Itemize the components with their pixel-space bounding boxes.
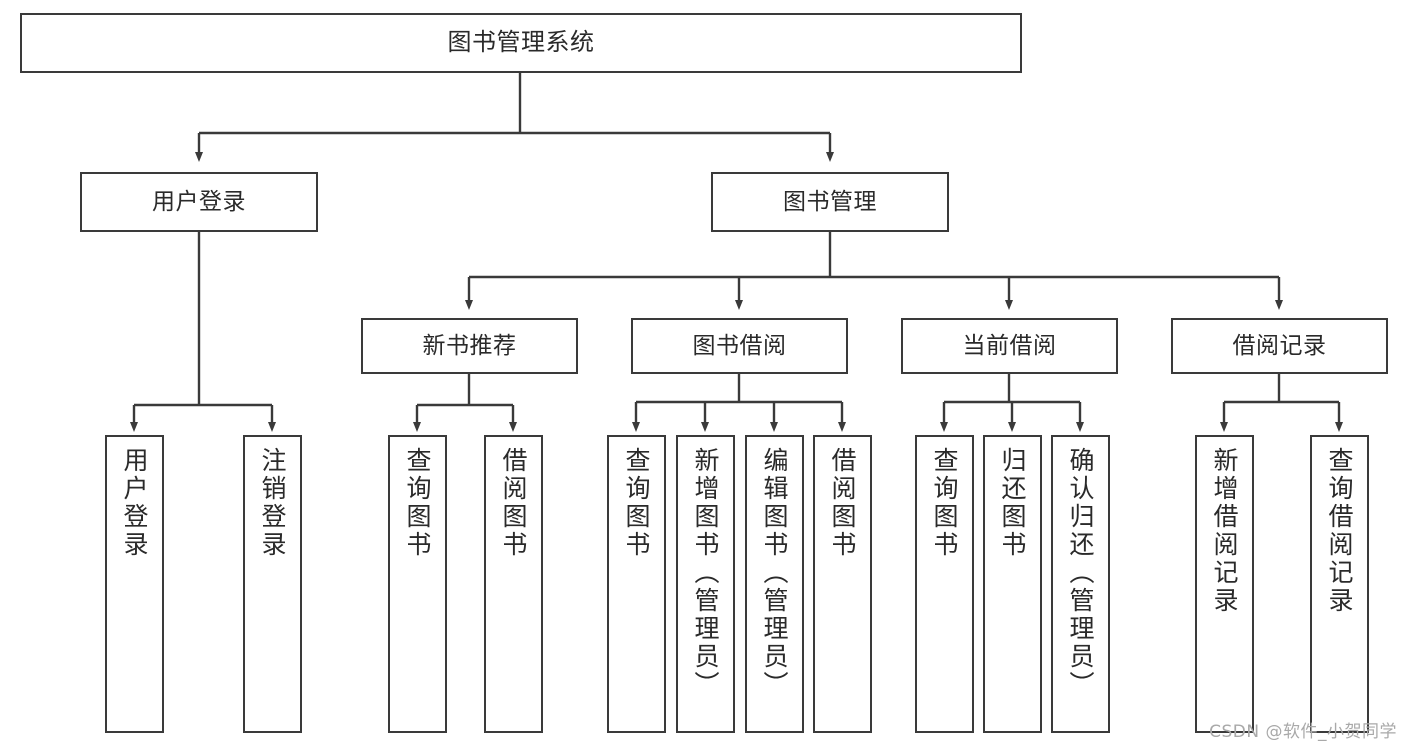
node-label: 注销登录 bbox=[258, 447, 287, 559]
node-leaf-query-book-borrow[interactable]: 查询图书 bbox=[607, 435, 666, 733]
node-label: 编辑图书（管理员） bbox=[760, 447, 789, 699]
node-leaf-confirm-return[interactable]: 确认归还（管理员） bbox=[1051, 435, 1110, 733]
node-label: 图书管理系统 bbox=[447, 28, 595, 57]
node-borrow-record[interactable]: 借阅记录 bbox=[1171, 318, 1388, 374]
node-label: 用户登录 bbox=[120, 447, 149, 559]
node-leaf-add-borrow-record[interactable]: 新增借阅记录 bbox=[1195, 435, 1254, 733]
node-label: 图书管理 bbox=[783, 188, 877, 215]
node-book-borrow[interactable]: 图书借阅 bbox=[631, 318, 848, 374]
node-label: 借阅记录 bbox=[1232, 332, 1327, 359]
csdn-watermark: CSDN @软件_小贺同学 bbox=[1209, 722, 1397, 742]
node-leaf-edit-book[interactable]: 编辑图书（管理员） bbox=[745, 435, 804, 733]
node-label: 查询图书 bbox=[930, 447, 959, 559]
node-label: 图书借阅 bbox=[692, 332, 787, 359]
node-label: 借阅图书 bbox=[499, 447, 528, 559]
node-current-borrow[interactable]: 当前借阅 bbox=[901, 318, 1118, 374]
node-label: 查询图书 bbox=[622, 447, 651, 559]
node-label: 借阅图书 bbox=[828, 447, 857, 559]
node-new-book-recommend[interactable]: 新书推荐 bbox=[361, 318, 578, 374]
node-leaf-query-book-recommend[interactable]: 查询图书 bbox=[388, 435, 447, 733]
node-leaf-user-login[interactable]: 用户登录 bbox=[105, 435, 164, 733]
node-leaf-user-logout[interactable]: 注销登录 bbox=[243, 435, 302, 733]
node-label: 用户登录 bbox=[152, 188, 246, 215]
node-label: 归还图书 bbox=[998, 447, 1027, 559]
node-leaf-add-book[interactable]: 新增图书（管理员） bbox=[676, 435, 735, 733]
node-label: 当前借阅 bbox=[962, 332, 1057, 359]
node-label: 新增图书（管理员） bbox=[691, 447, 720, 699]
node-leaf-borrow-book[interactable]: 借阅图书 bbox=[813, 435, 872, 733]
node-label: 新增借阅记录 bbox=[1210, 447, 1239, 615]
node-root-book-management-system[interactable]: 图书管理系统 bbox=[20, 13, 1022, 73]
node-label: 查询借阅记录 bbox=[1325, 447, 1354, 615]
node-label: 新书推荐 bbox=[422, 332, 517, 359]
node-leaf-query-book-current[interactable]: 查询图书 bbox=[915, 435, 974, 733]
node-leaf-return-book[interactable]: 归还图书 bbox=[983, 435, 1042, 733]
node-leaf-query-borrow-record[interactable]: 查询借阅记录 bbox=[1310, 435, 1369, 733]
node-leaf-borrow-book-recommend[interactable]: 借阅图书 bbox=[484, 435, 543, 733]
node-book-management[interactable]: 图书管理 bbox=[711, 172, 949, 232]
node-label: 确认归还（管理员） bbox=[1066, 447, 1095, 699]
node-user-login[interactable]: 用户登录 bbox=[80, 172, 318, 232]
node-label: 查询图书 bbox=[403, 447, 432, 559]
